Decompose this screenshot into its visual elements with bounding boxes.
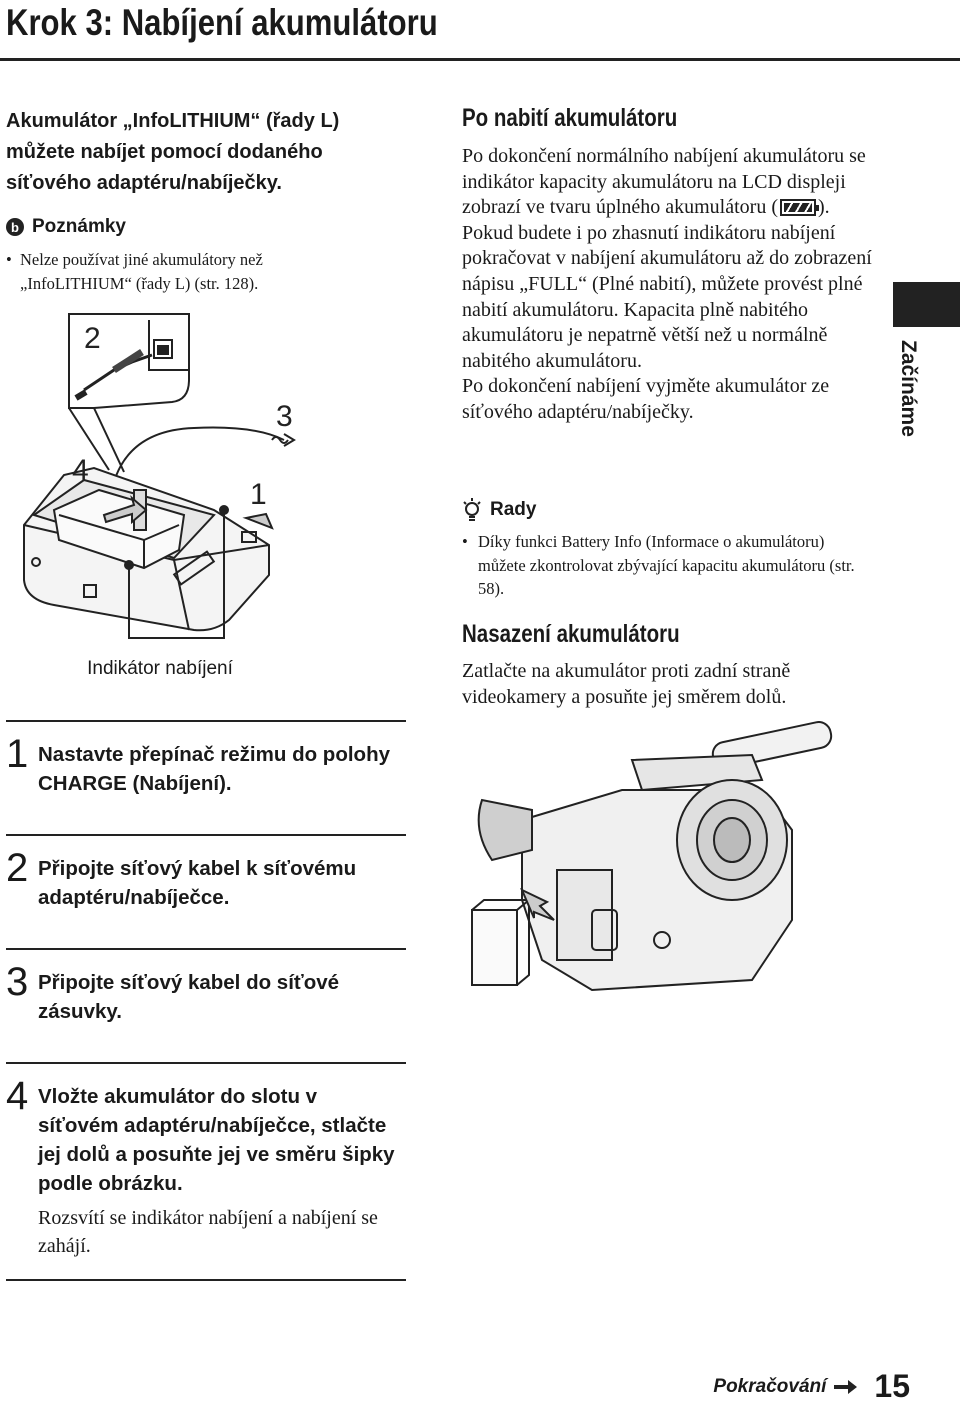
intro-text: Akumulátor „InfoLITHIUM“ (řady L) můžete… (6, 110, 340, 194)
continue-label: Pokračování (713, 1375, 827, 1397)
tips-list: Díky funkci Battery Info (Informace o ak… (462, 530, 862, 601)
side-section-label: Začínáme (878, 340, 938, 460)
notes-heading-label: Poznámky (32, 216, 126, 237)
step-subtext: Rozsvítí se indikátor nabíjení a nabíjen… (38, 1207, 378, 1257)
step-rule (6, 720, 406, 722)
notes-icon: b (6, 218, 24, 236)
battery-full-icon (780, 199, 819, 217)
fig1-label-4: 4 (72, 454, 89, 487)
attach-heading: Nasazení akumulátoru (462, 620, 680, 648)
notes-list: Nelze používat jiné akumulátory než „Inf… (6, 248, 366, 296)
step-number: 4 (6, 1074, 29, 1118)
step-text: Nastavte přepínač režimu do polohy CHARG… (38, 743, 390, 795)
page-footer: Pokračování 15 (713, 1368, 910, 1405)
step-4: 4 Vložte akumulátor do slotu v síťovém a… (6, 1062, 406, 1260)
step-text: Vložte akumulátor do slotu v síťovém ada… (38, 1085, 395, 1195)
step-rule (6, 948, 406, 950)
after-charge-text: Po dokončení normálního nabíjení akumulá… (462, 144, 872, 426)
page-number: 15 (874, 1368, 910, 1404)
step-number: 3 (6, 960, 29, 1004)
after-charge-text-1: Po dokončení normálního nabíjení akumulá… (462, 145, 866, 219)
step-number: 1 (6, 732, 29, 776)
inset-box (68, 313, 190, 409)
attach-text: Zatlačte na akumulátor proti zadní stran… (462, 660, 791, 708)
lightbulb-icon (463, 498, 481, 521)
notes-item: Nelze používat jiné akumulátory než „Inf… (6, 248, 366, 296)
fig1-label-3: 3 (276, 400, 293, 433)
camcorder-illustration (471, 721, 833, 992)
tips-heading: Rady (462, 498, 536, 522)
step-1: 1 Nastavte přepínač režimu do polohy CHA… (6, 720, 406, 798)
after-charge-heading: Po nabití akumulátoru (462, 104, 678, 132)
step-rule (6, 1062, 406, 1064)
charger-illustration: 2 3 4 1 (23, 313, 296, 639)
tips-heading-label: Rady (490, 499, 537, 520)
fig1-label-1: 1 (250, 478, 267, 511)
step-rule (6, 834, 406, 836)
side-tab-marker (893, 282, 960, 327)
after-charge-text-2: ). Pokud budete i po zhasnutí indikátoru… (462, 196, 872, 372)
after-charge-text-3: Po dokončení nabíjení vyjměte akumulátor… (462, 375, 830, 423)
title-rule (0, 58, 960, 61)
arrow-right-icon (834, 1379, 858, 1394)
step-number: 2 (6, 846, 29, 890)
step-3: 3 Připojte síťový kabel do síťové zásuvk… (6, 948, 406, 1026)
step-2: 2 Připojte síťový kabel k síťovému adapt… (6, 834, 406, 912)
side-section-text: Začínáme (897, 340, 920, 437)
step-text: Připojte síťový kabel do síťové zásuvky. (38, 971, 340, 1023)
fig1-label-2: 2 (84, 322, 101, 355)
tips-item: Díky funkci Battery Info (Informace o ak… (462, 530, 862, 601)
page-title: Krok 3: Nabíjení akumulátoru (6, 2, 438, 43)
fig1-caption: Indikátor nabíjení (87, 658, 233, 679)
step-text: Připojte síťový kabel k síťovému adaptér… (38, 857, 357, 909)
step-rule (6, 1279, 406, 1281)
notes-heading: b Poznámky (6, 216, 126, 238)
